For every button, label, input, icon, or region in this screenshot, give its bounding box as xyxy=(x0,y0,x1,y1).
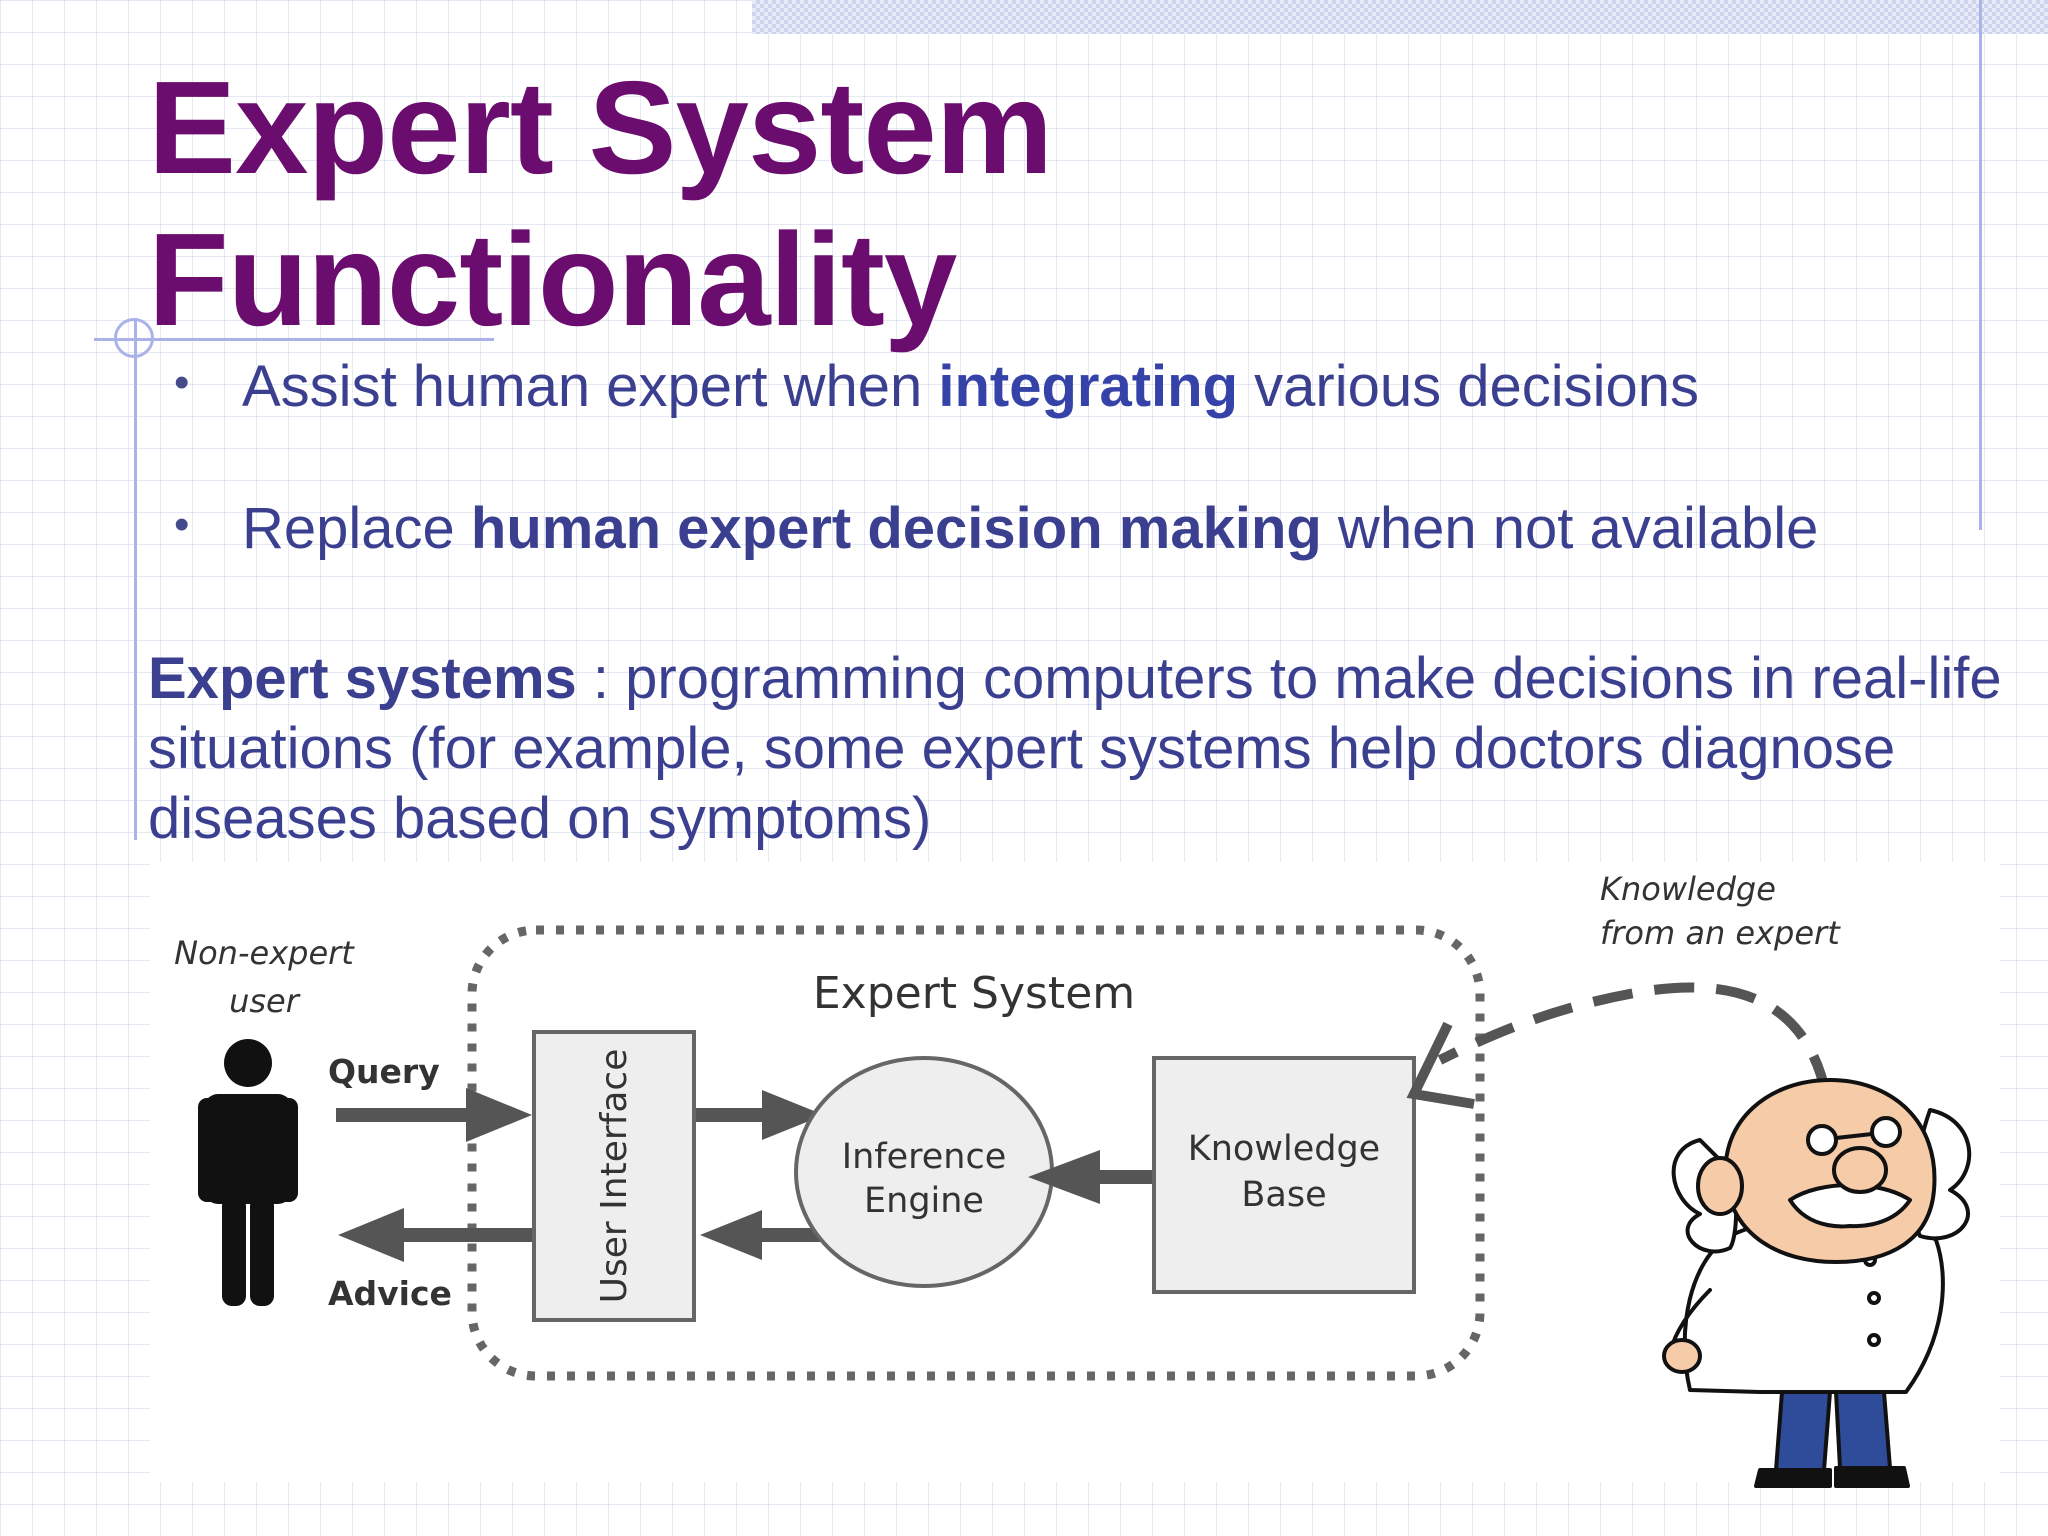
bullet-dot-icon: • xyxy=(174,358,190,407)
definition-term: Expert systems xyxy=(148,646,577,711)
decorative-top-band xyxy=(752,0,2048,34)
bullet-item: • Replace human expert decision making wh… xyxy=(174,494,1818,564)
expert-scientist-icon xyxy=(1662,1078,1972,1488)
from-an-expert-label: from an expert xyxy=(1600,914,1841,952)
knowledge-label: Knowledge xyxy=(1188,1129,1380,1169)
inference-to-ui-arrow-icon xyxy=(700,1210,826,1260)
non-expert-label: Non-expert xyxy=(174,934,355,972)
decorative-right-line xyxy=(1979,0,1982,530)
slide-title: Expert System Functionality xyxy=(148,52,1053,356)
knowledge-from-label: Knowledge xyxy=(1600,870,1776,908)
title-line-1: Expert System xyxy=(148,54,1053,201)
advice-arrow-icon xyxy=(338,1208,532,1262)
expert-system-label: Expert System xyxy=(813,968,1135,1019)
user-label: user xyxy=(229,982,301,1020)
bullet-list: • Assist human expert when integrating va… xyxy=(174,352,1818,564)
decorative-crosshair-icon xyxy=(114,318,154,358)
ui-to-inference-arrow-icon xyxy=(696,1090,824,1140)
base-label: Base xyxy=(1241,1175,1326,1215)
bullet-text: Replace xyxy=(242,496,471,561)
advice-label: Advice xyxy=(328,1274,452,1313)
query-label: Query xyxy=(328,1052,440,1091)
expert-system-boundary xyxy=(467,925,1485,1381)
user-interface-label: User Interface xyxy=(594,1049,635,1304)
bullet-dot-icon: • xyxy=(174,500,190,549)
user-interface-box xyxy=(532,1030,696,1322)
kb-to-inference-arrow-icon xyxy=(1028,1150,1152,1204)
bullet-text: Assist human expert when xyxy=(242,354,939,419)
user-figure-icon xyxy=(198,1039,298,1306)
expert-knowledge-dashed-arrow xyxy=(1437,982,1831,1096)
bullet-text: various decisions xyxy=(1238,354,1700,419)
title-line-2: Functionality xyxy=(148,206,957,353)
bullet-item: • Assist human expert when integrating va… xyxy=(174,352,1818,422)
definition-text: : programming computers to make decision… xyxy=(148,646,2002,851)
engine-label: Engine xyxy=(864,1181,984,1221)
bullet-text: when not available xyxy=(1321,496,1819,561)
inference-label: Inference xyxy=(842,1137,1006,1177)
query-arrow-icon xyxy=(336,1088,532,1142)
decorative-left-line xyxy=(134,318,137,840)
decorative-title-underline xyxy=(94,338,494,341)
bullet-bold-text: integrating xyxy=(938,354,1239,419)
definition-paragraph: Expert systems : programming computers t… xyxy=(148,644,2008,854)
bullet-bold-text: human expert decision making xyxy=(470,496,1322,561)
expert-arrow-head-icon xyxy=(1406,1021,1475,1109)
knowledge-base-box xyxy=(1152,1056,1416,1294)
